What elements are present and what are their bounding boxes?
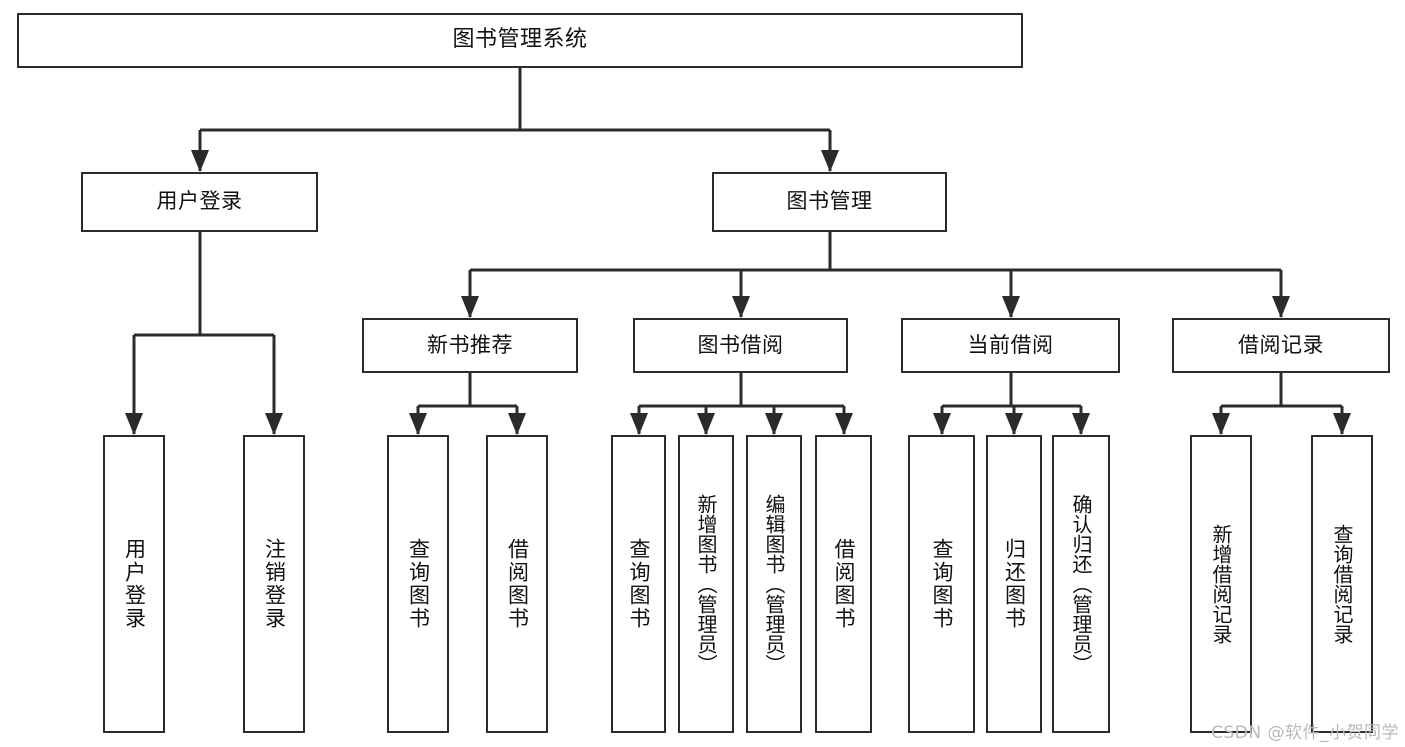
node-label: 借阅记录	[1238, 332, 1324, 357]
node-label: 编辑图书（管理员）	[762, 494, 786, 674]
arrowhead-g-borrow-3	[835, 413, 853, 435]
node-l-bo-add[interactable]: 新增图书（管理员）	[678, 435, 734, 733]
node-label: 新增借阅记录	[1209, 524, 1233, 644]
node-records[interactable]: 借阅记录	[1172, 318, 1390, 373]
node-l-nb-query[interactable]: 查询图书	[387, 435, 449, 733]
arrowhead-g-bookmgmt-2	[1002, 296, 1020, 318]
node-label: 借阅图书	[505, 538, 530, 630]
node-l-logout[interactable]: 注销登录	[243, 435, 305, 733]
node-label: 图书管理	[786, 189, 873, 214]
arrowhead-g-records-0	[1212, 413, 1230, 435]
arrowhead-g-login-1	[265, 413, 283, 435]
arrowhead-g-bookmgmt-3	[1272, 296, 1290, 318]
arrowhead-g-current-1	[1005, 413, 1023, 435]
node-label: 确认归还（管理员）	[1069, 494, 1093, 674]
arrowhead-g-newbook-1	[508, 413, 526, 435]
arrowhead-g-current-0	[933, 413, 951, 435]
node-label: 归还图书	[1002, 538, 1027, 630]
node-l-re-query[interactable]: 查询借阅记录	[1311, 435, 1373, 733]
node-newbook[interactable]: 新书推荐	[362, 318, 578, 373]
node-l-cu-query[interactable]: 查询图书	[908, 435, 975, 733]
node-label: 新增图书（管理员）	[694, 494, 718, 674]
node-label: 图书管理系统	[452, 27, 588, 53]
arrowhead-g-records-1	[1333, 413, 1351, 435]
node-label: 借阅图书	[832, 538, 856, 630]
arrowhead-g-borrow-1	[697, 413, 715, 435]
node-l-re-add[interactable]: 新增借阅记录	[1190, 435, 1252, 733]
arrowhead-g-borrow-2	[765, 413, 783, 435]
node-label: 查询图书	[930, 538, 954, 630]
arrowhead-g-current-2	[1072, 413, 1090, 435]
node-l-login[interactable]: 用户登录	[103, 435, 165, 733]
node-l-nb-borrow[interactable]: 借阅图书	[486, 435, 548, 733]
node-login[interactable]: 用户登录	[81, 172, 318, 232]
arrowhead-g-bookmgmt-0	[461, 296, 479, 318]
node-label: 查询图书	[406, 538, 431, 630]
arrowhead-g-borrow-0	[630, 413, 648, 435]
node-borrow[interactable]: 图书借阅	[633, 318, 848, 373]
node-label: 新书推荐	[427, 332, 513, 357]
node-l-cu-conf[interactable]: 确认归还（管理员）	[1052, 435, 1110, 733]
arrowhead-g-newbook-0	[409, 413, 427, 435]
node-l-bo-lend[interactable]: 借阅图书	[815, 435, 872, 733]
node-label: 用户登录	[156, 189, 243, 214]
arrowhead-g-root-0	[191, 150, 209, 172]
node-label: 图书借阅	[697, 332, 784, 357]
node-label: 查询图书	[627, 538, 651, 630]
node-label: 用户登录	[122, 538, 147, 630]
node-label: 查询借阅记录	[1330, 524, 1354, 644]
node-current[interactable]: 当前借阅	[901, 318, 1120, 373]
node-l-bo-query[interactable]: 查询图书	[611, 435, 666, 733]
node-bookmgmt[interactable]: 图书管理	[712, 172, 947, 232]
node-root[interactable]: 图书管理系统	[17, 13, 1023, 68]
node-label: 当前借阅	[967, 332, 1054, 357]
arrowhead-g-login-0	[125, 413, 143, 435]
arrowhead-g-bookmgmt-1	[732, 296, 750, 318]
node-l-bo-edit[interactable]: 编辑图书（管理员）	[746, 435, 802, 733]
node-label: 注销登录	[262, 538, 287, 630]
arrowhead-g-root-1	[821, 150, 839, 172]
node-l-cu-return[interactable]: 归还图书	[986, 435, 1042, 733]
